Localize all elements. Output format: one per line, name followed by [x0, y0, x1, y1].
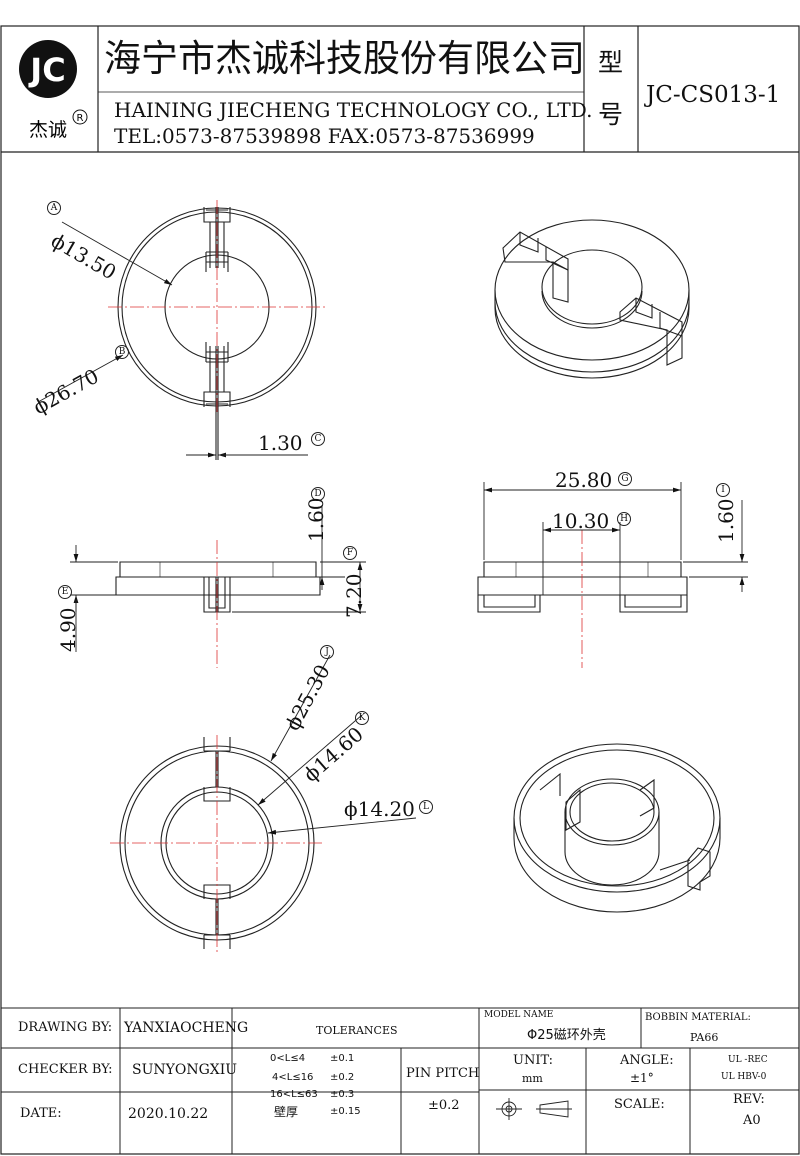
dim-a-tag: A: [47, 201, 61, 215]
dim-l-tag: L: [419, 800, 433, 814]
dim-b-tag: B: [115, 345, 129, 359]
logo-reg-mark: R: [77, 113, 84, 124]
logo-text: JC: [28, 51, 65, 89]
angle-value: ±1°: [630, 1071, 654, 1085]
tol-range-1: 0<L≤4: [270, 1053, 306, 1064]
side-view-dims: [483, 482, 748, 595]
checker-by-value: SUNYONGXIU: [132, 1062, 238, 1078]
rev-label: REV:: [733, 1092, 765, 1107]
scale-label: SCALE:: [614, 1097, 665, 1112]
dim-g-value: 25.80: [555, 468, 613, 492]
model-label-1: 型: [598, 48, 624, 77]
ul-rec: UL -REC: [728, 1055, 768, 1065]
dim-k-tag: K: [355, 711, 369, 725]
company-logo: JC 杰诚 R: [19, 40, 88, 141]
tol-range-3: 16<L≤63: [270, 1089, 318, 1100]
dim-h-tag: H: [617, 512, 631, 526]
pin-pitch-label: PIN PITCH: [406, 1066, 480, 1081]
top-view-centerlines: [108, 200, 326, 414]
model-number: JC-CS013-1: [646, 82, 781, 108]
bobbin-material-label: BOBBIN MATERIAL:: [645, 1012, 751, 1023]
drawing-by-label: DRAWING BY:: [18, 1020, 113, 1035]
dim-i-tag: I: [716, 483, 730, 497]
company-contact: TEL:0573-87539898 FAX:0573-87536999: [114, 124, 535, 148]
iso-view-top: [494, 219, 690, 379]
tol-value-2: ±0.2: [330, 1072, 355, 1083]
tol-range-2: 4<L≤16: [272, 1072, 314, 1083]
dim-j-tag: J: [320, 645, 334, 659]
side-view: [477, 561, 688, 613]
dim-h-value: 10.30: [552, 509, 610, 533]
company-name-en: HAINING JIECHENG TECHNOLOGY CO., LTD.: [114, 98, 593, 122]
tolerances-label: TOLERANCES: [316, 1024, 398, 1037]
checker-by-label: CHECKER BY:: [18, 1062, 113, 1077]
model-name-value: Φ25磁环外壳: [527, 1028, 606, 1043]
company-name-cn: 海宁市杰诚科技股份有限公司: [104, 37, 585, 80]
tol-value-1: ±0.1: [330, 1053, 355, 1064]
projection-symbol: [496, 1098, 572, 1120]
pin-pitch-value: ±0.2: [428, 1098, 460, 1113]
front-view-dims: [70, 505, 366, 652]
drawing-by-value: YANXIAOCHENG: [124, 1020, 249, 1036]
tol-value-3: ±0.3: [330, 1089, 355, 1100]
dim-g-tag: G: [618, 472, 632, 486]
frame: [0, 25, 800, 1155]
dim-d-tag: D: [311, 487, 325, 501]
unit-label: UNIT:: [513, 1053, 554, 1068]
dim-c-tag: C: [311, 432, 325, 446]
dim-f-tag: F: [343, 546, 357, 560]
model-label-2: 号: [598, 100, 624, 129]
dim-c-value: 1.30: [258, 431, 303, 455]
ul-hbv: UL HBV-0: [721, 1072, 767, 1082]
dim-e-tag: E: [58, 585, 72, 599]
unit-value: mm: [522, 1072, 543, 1085]
angle-label: ANGLE:: [620, 1053, 674, 1068]
bottom-view-centerlines: [110, 735, 324, 952]
logo-sub: 杰诚: [29, 119, 67, 141]
dim-l-value: ϕ14.20: [344, 797, 415, 821]
tol-range-4: 壁厚: [274, 1105, 299, 1119]
model-name-label: MODEL NAME: [484, 1010, 554, 1020]
date-label: DATE:: [20, 1106, 62, 1121]
bobbin-material-value: PA66: [690, 1031, 719, 1044]
tol-value-4: ±0.15: [330, 1106, 361, 1117]
iso-view-bottom: [513, 743, 721, 913]
bottom-view-dims: [257, 654, 417, 835]
dim-b-leader: [37, 354, 124, 403]
rev-value: A0: [743, 1113, 761, 1128]
date-value: 2020.10.22: [128, 1106, 209, 1122]
dim-a-leader: [61, 221, 173, 286]
